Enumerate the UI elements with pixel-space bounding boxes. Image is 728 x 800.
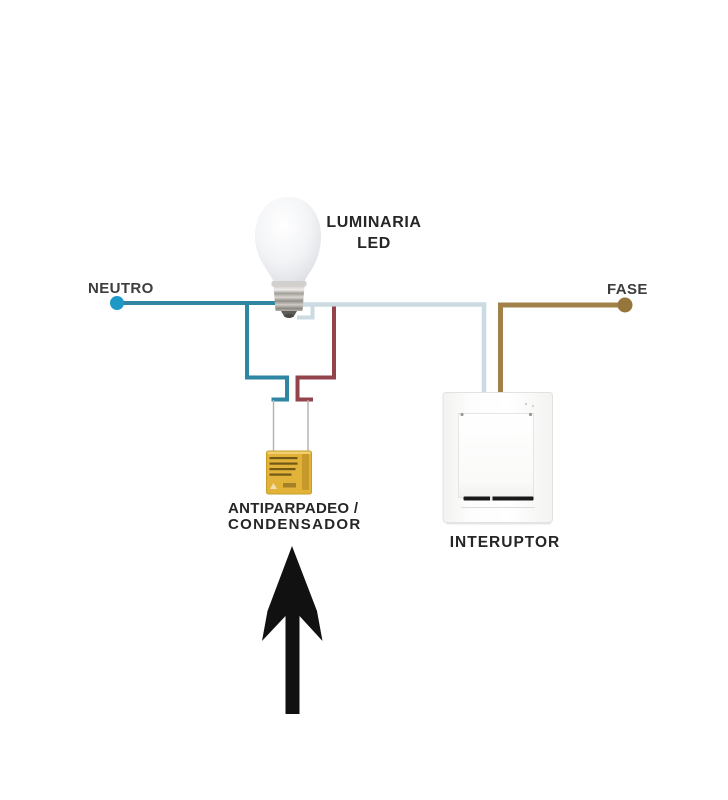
- switch-screw-left: [460, 412, 464, 417]
- capacitor-highlight: [267, 451, 311, 454]
- capacitor-markings: [269, 454, 309, 490]
- neutral-label: NEUTRO: [88, 280, 154, 297]
- lamp-wire: [301, 302, 487, 392]
- neutral-terminal-dot: [110, 296, 124, 310]
- led-bulb: [255, 197, 321, 318]
- neutral-branch-wire: [245, 303, 289, 402]
- capacitor-label-line2: CONDENSADOR: [228, 515, 362, 533]
- bulb-globe: [255, 197, 321, 285]
- up-arrow-icon: [262, 546, 323, 714]
- switch-plate-mark: [531, 404, 535, 408]
- luminaire-label: LUMINARIA LED: [320, 212, 428, 254]
- wall-switch: [442, 392, 553, 525]
- bulb-contact-tip: [284, 314, 294, 318]
- lamp-wire-loop: [297, 306, 315, 320]
- switch-plate-mark: [524, 402, 528, 406]
- luminaire-label-line1: LUMINARIA: [326, 214, 422, 231]
- phase-terminal-dot: [617, 297, 633, 313]
- switch-label: INTERUPTOR: [449, 534, 561, 551]
- capacitor-label: ANTIPARPADEO / CONDENSADOR: [228, 501, 361, 532]
- capacitor-label-line1: ANTIPARPADEO /: [228, 500, 359, 517]
- anti-flicker-capacitor: [266, 450, 312, 495]
- switch-slot-gap: [490, 496, 493, 501]
- phase-wire: [498, 302, 625, 392]
- capacitor-body: [266, 450, 312, 495]
- switch-screw-right: [528, 412, 533, 417]
- bulb-screw-base: [273, 286, 305, 311]
- capacitor-branch-wire: [295, 306, 336, 402]
- switch-rocker: [458, 413, 534, 498]
- phase-label: FASE: [607, 281, 648, 298]
- luminaire-label-line2: LED: [357, 235, 391, 252]
- switch-slot: [463, 496, 534, 501]
- bulb-neck-ring: [271, 281, 307, 287]
